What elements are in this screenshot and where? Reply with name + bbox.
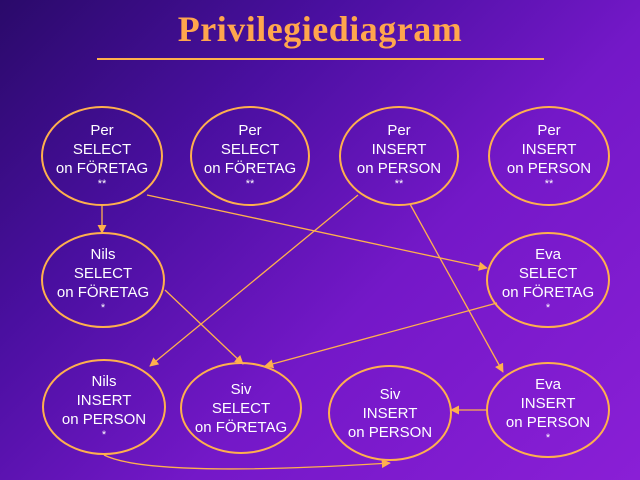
node-privilege: SELECT: [220, 141, 280, 158]
node-user: Per: [238, 122, 262, 139]
node-grant-mark: *: [545, 432, 551, 444]
node-nils-insert: Nils INSERT on PERSON *: [42, 359, 166, 455]
node-privilege: SELECT: [518, 265, 578, 282]
edge-eva-select-to-siv-select: [264, 302, 498, 369]
node-object: on PERSON: [61, 411, 147, 428]
node-user: Per: [537, 122, 561, 139]
node-grant-mark: **: [245, 178, 255, 190]
node-user: Nils: [91, 373, 117, 390]
diagram-title: Privilegiediagram: [177, 9, 463, 49]
node-per-select-2: Per SELECT on FÖRETAG **: [190, 106, 310, 206]
node-grant-mark: **: [544, 178, 554, 190]
node-eva-select: Eva SELECT on FÖRETAG *: [486, 232, 610, 328]
node-object: on PERSON: [347, 423, 433, 441]
edge-per-insert-to-nils-insert: [149, 194, 359, 367]
node-privilege: SELECT: [72, 141, 132, 158]
node-nils-select: Nils SELECT on FÖRETAG *: [41, 232, 165, 328]
node-object: on PERSON: [505, 414, 591, 431]
node-privilege: SELECT: [211, 399, 271, 417]
edge-per-select-to-eva-select: [146, 194, 488, 271]
node-privilege: INSERT: [76, 392, 132, 409]
node-user: Eva: [535, 376, 561, 393]
node-object: on FÖRETAG: [194, 418, 288, 436]
edge-nils-select-to-siv-select: [164, 289, 244, 365]
node-grant-mark: *: [101, 429, 107, 441]
node-user: Siv: [230, 380, 252, 398]
node-grant-mark: **: [97, 178, 107, 190]
node-privilege: SELECT: [73, 265, 133, 282]
node-per-insert-2: Per INSERT on PERSON **: [488, 106, 610, 206]
node-per-insert-1: Per INSERT on PERSON **: [339, 106, 459, 206]
title-underline: [97, 58, 544, 60]
edge-per-insert-to-eva-insert: [409, 203, 504, 373]
node-user: Nils: [90, 246, 116, 263]
node-user: Per: [90, 122, 114, 139]
node-privilege: INSERT: [520, 395, 576, 412]
node-grant-mark: *: [100, 302, 106, 314]
node-object: on PERSON: [356, 160, 442, 177]
node-object: on FÖRETAG: [55, 160, 149, 177]
node-privilege: INSERT: [521, 141, 577, 158]
node-user: Per: [387, 122, 411, 139]
node-siv-select: Siv SELECT on FÖRETAG: [180, 362, 302, 454]
node-user: Eva: [535, 246, 561, 263]
node-siv-insert: Siv INSERT on PERSON: [328, 365, 452, 461]
node-per-select-1: Per SELECT on FÖRETAG **: [41, 106, 163, 206]
node-eva-insert: Eva INSERT on PERSON *: [486, 362, 610, 458]
node-object: on FÖRETAG: [203, 160, 297, 177]
node-grant-mark: **: [394, 178, 404, 190]
node-object: on PERSON: [506, 160, 592, 177]
node-privilege: INSERT: [362, 404, 418, 422]
node-grant-mark: *: [545, 302, 551, 314]
node-object: on FÖRETAG: [56, 284, 150, 301]
node-user: Siv: [379, 385, 401, 403]
node-object: on FÖRETAG: [501, 284, 595, 301]
edge-nils-insert-to-siv-insert: [103, 454, 391, 470]
node-privilege: INSERT: [371, 141, 427, 158]
